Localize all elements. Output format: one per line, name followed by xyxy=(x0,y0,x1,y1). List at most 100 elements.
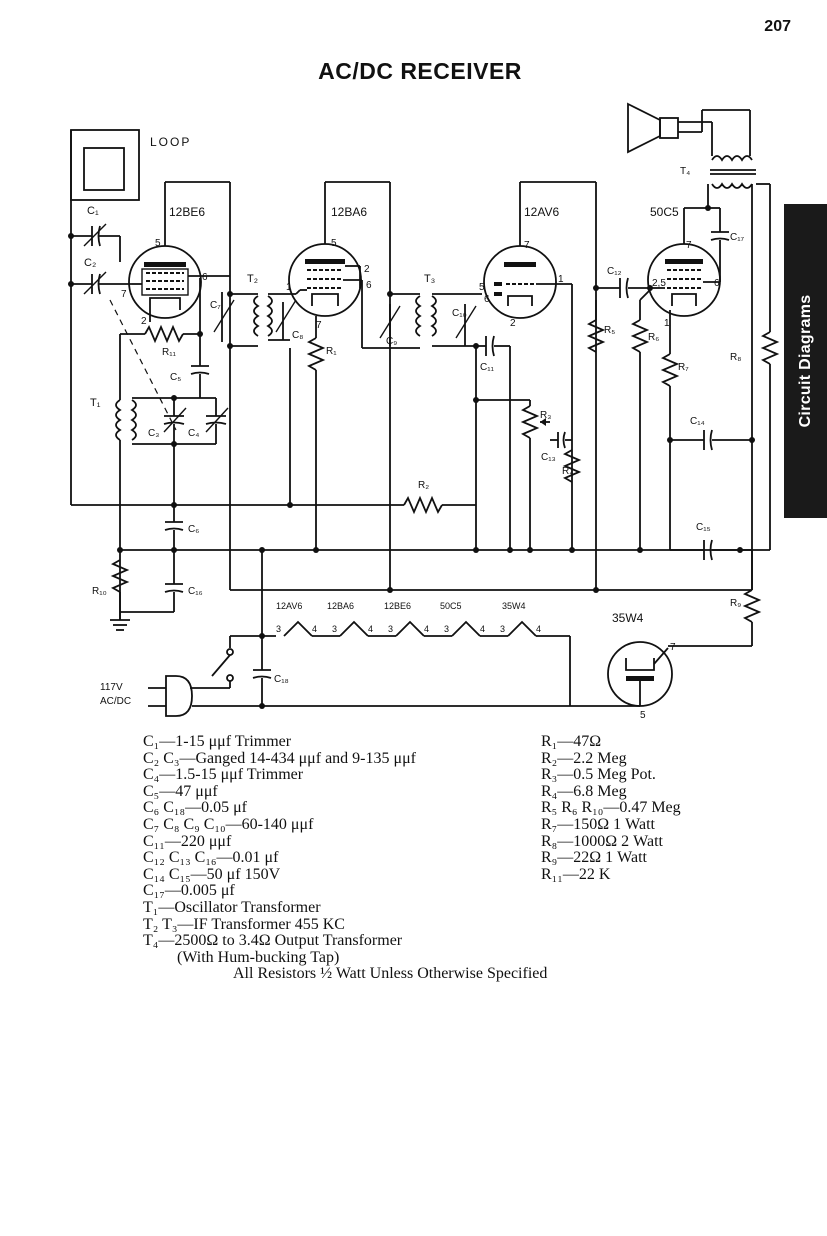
svg-text:6: 6 xyxy=(202,272,208,283)
svg-text:4: 4 xyxy=(480,624,485,634)
parts-list-item: C₂ C₃—Ganged 14-434 μμf and 9-135 μμf xyxy=(143,749,416,767)
svg-text:3: 3 xyxy=(388,624,393,634)
c2-label: C₂ xyxy=(84,257,96,269)
svg-text:4: 4 xyxy=(312,624,317,634)
tube-12be6-label: 12BE6 xyxy=(169,205,205,219)
parts-list-item: R₅ R₆ R₁₀—0.47 Meg xyxy=(541,799,681,817)
r10-resistor: R₁₀ xyxy=(92,559,130,620)
r6-label: R₆ xyxy=(648,332,659,343)
page-number: 207 xyxy=(764,18,791,35)
svg-text:1: 1 xyxy=(664,318,670,329)
c2-capacitor: C₂ xyxy=(71,257,132,295)
t3-label: T₃ xyxy=(424,273,435,285)
svg-text:5: 5 xyxy=(155,238,161,249)
c5-capacitor: C₅ xyxy=(170,365,210,398)
c6-label: C₆ xyxy=(188,524,199,535)
section-tab: Circuit Diagrams xyxy=(784,204,827,518)
svg-text:2,5: 2,5 xyxy=(652,278,666,289)
svg-text:2: 2 xyxy=(364,264,370,275)
parts-list-item: R₈—1000Ω 2 Watt xyxy=(541,832,663,850)
svg-text:6: 6 xyxy=(484,294,490,305)
tube-12av6-label: 12AV6 xyxy=(524,205,559,219)
r8-resistor: R₈ xyxy=(730,331,780,550)
c12-label: C₁₂ xyxy=(607,266,622,277)
parts-list-item: R₁₁—22 K xyxy=(541,865,611,883)
tube-50c5: 50C5 7 2,5 6 1 xyxy=(647,205,721,329)
c6-capacitor: C₆ xyxy=(164,505,199,550)
c5-label: C₅ xyxy=(170,372,181,383)
parts-list-item: C₁₁—220 μμf xyxy=(143,832,232,850)
c15-capacitor: C₁₅ xyxy=(670,522,770,561)
svg-text:2: 2 xyxy=(510,318,516,329)
parts-list-item: R₄—6.8 Meg xyxy=(541,782,627,800)
parts-list-item: T₁—Oscillator Transformer xyxy=(143,898,321,916)
parts-list-note: (With Hum-bucking Tap) xyxy=(177,948,340,966)
r3-potentiometer: R₃ xyxy=(476,399,551,550)
c7-label: C₇ xyxy=(210,300,221,311)
c11-label: C₁₁ xyxy=(480,362,495,373)
tube-50c5-label: 50C5 xyxy=(650,205,679,219)
svg-text:7: 7 xyxy=(121,289,127,300)
c16-label: C₁₆ xyxy=(188,586,203,597)
c14-label: C₁₄ xyxy=(690,416,705,427)
r1-resistor: R₁ xyxy=(306,316,337,550)
heater-12av6: 12AV6 xyxy=(276,601,302,611)
c1-label: C₁ xyxy=(87,205,99,217)
parts-list-item: R₇—150Ω 1 Watt xyxy=(541,815,655,833)
parts-list-item: T₄—2500Ω to 3.4Ω Output Transformer xyxy=(143,932,403,950)
c13-label: C₁₃ xyxy=(541,452,556,463)
tube-12be6: 12BE6 5 6 7 2 xyxy=(121,182,230,327)
parts-list-item: R₃—0.5 Meg Pot. xyxy=(541,766,656,784)
parts-list-item: C₇ C₈ C₉ C₁₀—60-140 μμf xyxy=(143,815,314,833)
c17-capacitor: C₁₇ xyxy=(710,208,745,282)
section-tab-label: Circuit Diagrams xyxy=(796,294,814,428)
tube-35w4: 35W4 7 5 xyxy=(607,611,676,720)
tube-12av6: 12AV6 7 5 6 1 2 xyxy=(479,182,572,329)
r9-resistor: R₉ xyxy=(668,550,762,647)
power-switch xyxy=(190,648,234,689)
c12-capacitor: C₁₂ xyxy=(596,266,650,299)
c9-label: C₉ xyxy=(386,336,397,347)
parts-list-item: C₁₄ C₁₅—50 μf 150V xyxy=(143,865,281,883)
r8-label: R₈ xyxy=(730,352,741,363)
parts-list-capacitors: C₁—1-15 μμf Trimmer C₂ C₃—Ganged 14-434 … xyxy=(143,733,547,983)
c8-label: C₈ xyxy=(292,330,303,341)
t4-label: T₄ xyxy=(680,166,690,177)
r5-label: R₅ xyxy=(604,325,615,336)
parts-list-item: R₉—22Ω 1 Watt xyxy=(541,849,647,867)
t2-label: T₂ xyxy=(247,273,258,285)
svg-text:4: 4 xyxy=(424,624,429,634)
t1-label: T₁ xyxy=(90,397,101,409)
heater-12be6: 12BE6 xyxy=(384,601,411,611)
svg-text:5: 5 xyxy=(640,710,646,720)
r10-label: R₁₀ xyxy=(92,586,107,597)
svg-text:1: 1 xyxy=(558,274,564,285)
r3-label: R₃ xyxy=(540,410,551,421)
parts-list-item: C₅—47 μμf xyxy=(143,782,218,800)
parts-list-resistors: R₁—47Ω R₂—2.2 Meg R₃—0.5 Meg Pot. R₄—6.8… xyxy=(541,733,681,883)
r4-label: R₄ xyxy=(562,466,573,477)
parts-list-item: C₁₂ C₁₃ C₁₆—0.01 μf xyxy=(143,849,279,867)
svg-text:2: 2 xyxy=(141,316,147,327)
c3-capacitor: C₃ xyxy=(148,398,187,444)
heater-12ba6: 12BA6 xyxy=(327,601,354,611)
speaker-icon xyxy=(627,102,751,156)
heater-50c5: 50C5 xyxy=(440,601,462,611)
power-plug-icon: 117V AC/DC xyxy=(100,675,193,717)
svg-text:7: 7 xyxy=(524,240,530,251)
r7-label: R₇ xyxy=(678,362,689,373)
svg-text:3: 3 xyxy=(500,624,505,634)
svg-text:4: 4 xyxy=(368,624,373,634)
heater-35w4: 35W4 xyxy=(502,601,526,611)
svg-text:3: 3 xyxy=(276,624,281,634)
svg-text:4: 4 xyxy=(536,624,541,634)
parts-list-item: C₁₇—0.005 μf xyxy=(143,882,235,900)
t4-transformer: T₄ xyxy=(680,155,756,189)
loop-label: LOOP xyxy=(150,135,191,149)
r9-label: R₉ xyxy=(730,598,741,609)
parts-list-item: C₆ C₁₈—0.05 μf xyxy=(143,799,247,817)
ground-icon xyxy=(110,619,130,631)
t2-transformer: T₂ C₇ C₈ xyxy=(210,273,303,342)
tube-35w4-label: 35W4 xyxy=(612,611,644,625)
